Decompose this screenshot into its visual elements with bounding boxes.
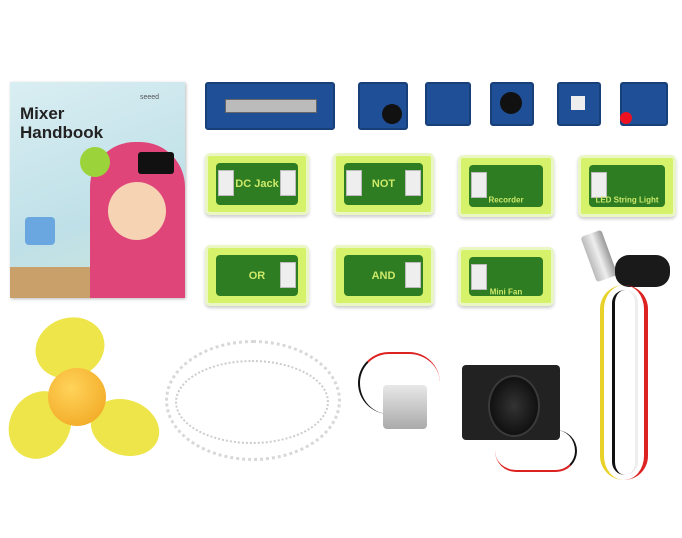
light-sensor-module <box>425 82 471 126</box>
slide-potentiometer-module <box>205 82 335 130</box>
red-led <box>620 112 632 124</box>
wire-bundle-inner <box>612 290 638 475</box>
led-string-light <box>165 340 341 461</box>
cartoon-blue-robot <box>25 217 55 245</box>
and-gate-module: AND <box>333 245 434 306</box>
push-button <box>571 96 585 110</box>
dc-barrel-plug <box>580 229 618 283</box>
buzzer <box>500 92 522 114</box>
cartoon-face <box>108 182 166 240</box>
cartoon-town <box>10 267 90 298</box>
wire-bundle <box>600 285 648 480</box>
buzzer-module <box>490 82 534 126</box>
microphone <box>382 104 402 124</box>
cartoon-hat <box>138 152 174 174</box>
speaker-cone <box>488 375 540 437</box>
led-string-coil <box>175 360 329 444</box>
motor-wires <box>358 352 440 414</box>
sound-sensor-module <box>358 82 408 130</box>
cartoon-green-creature <box>80 147 110 177</box>
slider-track <box>225 99 317 113</box>
button-module <box>557 82 601 126</box>
speaker-wires <box>495 430 577 472</box>
seeed-logo: seeed <box>140 94 160 101</box>
mixer-handbook: seeed Mixer Handbook <box>10 82 185 298</box>
mini-fan-module: Mini Fan <box>458 247 554 306</box>
recorder-module: Recorder <box>458 155 554 217</box>
dc-jack-module: DC Jack <box>205 153 309 215</box>
fan-hub <box>48 368 106 426</box>
rotary-angle-module <box>620 82 668 126</box>
dc-motor <box>383 385 427 429</box>
9v-battery-clip <box>615 255 670 287</box>
led-string-light-module: LED String Light <box>578 155 676 217</box>
or-gate-module: OR <box>205 245 309 306</box>
handbook-title: Mixer Handbook <box>20 104 104 142</box>
not-gate-module: NOT <box>333 153 434 215</box>
